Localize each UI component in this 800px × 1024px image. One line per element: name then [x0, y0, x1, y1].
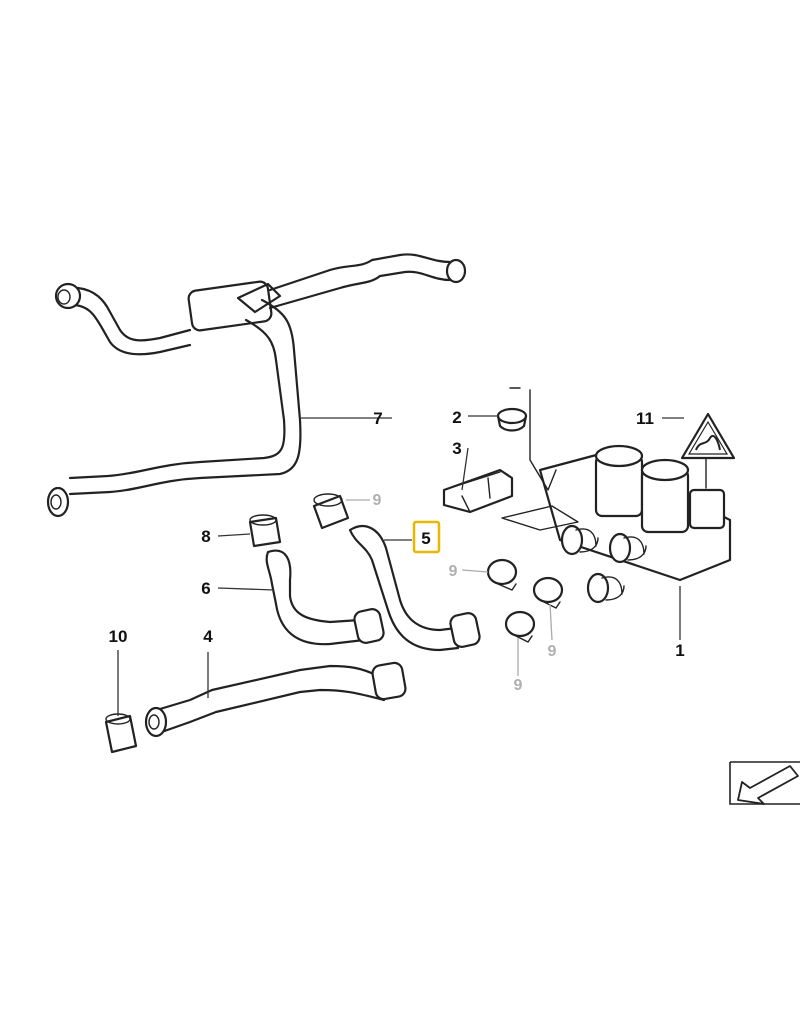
leader-6: [217, 587, 275, 591]
part-2-grommet[interactable]: [496, 407, 528, 432]
warning-triangle-icon: [680, 412, 736, 460]
part-9-clamp[interactable]: [486, 558, 518, 591]
callout-9[interactable]: 9: [548, 643, 557, 660]
callout-7[interactable]: 7: [373, 409, 382, 428]
valve-fitting: [586, 572, 625, 604]
callout-5[interactable]: 5: [421, 529, 430, 548]
part-7-pipe[interactable]: [46, 253, 467, 518]
leader-8: [217, 533, 251, 537]
part-9-clamp[interactable]: [532, 576, 564, 609]
valve-fitting: [560, 524, 599, 556]
callout-3[interactable]: 3: [452, 439, 461, 458]
back-arrow-icon[interactable]: [729, 761, 800, 805]
callout-2[interactable]: 2: [452, 408, 461, 427]
part-9-clamp[interactable]: [504, 610, 536, 643]
part-4-hose[interactable]: [144, 661, 407, 738]
callout-11[interactable]: 11: [636, 409, 654, 428]
part-1-valve-block[interactable]: [501, 387, 732, 604]
part-3-bracket[interactable]: [442, 468, 514, 514]
callout-5-highlight: [412, 520, 441, 554]
leader-9b: [461, 569, 489, 573]
part-5-hose[interactable]: [348, 524, 481, 652]
leader-9c: [549, 603, 553, 641]
valve-fitting: [608, 532, 647, 564]
callout-4[interactable]: 4: [203, 627, 213, 646]
callout-1[interactable]: 1: [675, 641, 684, 660]
callout-6[interactable]: 6: [201, 579, 210, 598]
part-10-sleeve[interactable]: [104, 713, 138, 754]
part-6-hose[interactable]: [265, 549, 385, 646]
callout-10[interactable]: 10: [109, 627, 128, 646]
callout-9[interactable]: 9: [373, 492, 382, 509]
part-9-sleeve-top[interactable]: [312, 493, 350, 530]
callout-9[interactable]: 9: [514, 677, 523, 694]
callout-8[interactable]: 8: [201, 527, 210, 546]
callout-9[interactable]: 9: [449, 563, 458, 580]
leader-3: [461, 447, 469, 491]
part-8-sleeve[interactable]: [248, 514, 282, 548]
